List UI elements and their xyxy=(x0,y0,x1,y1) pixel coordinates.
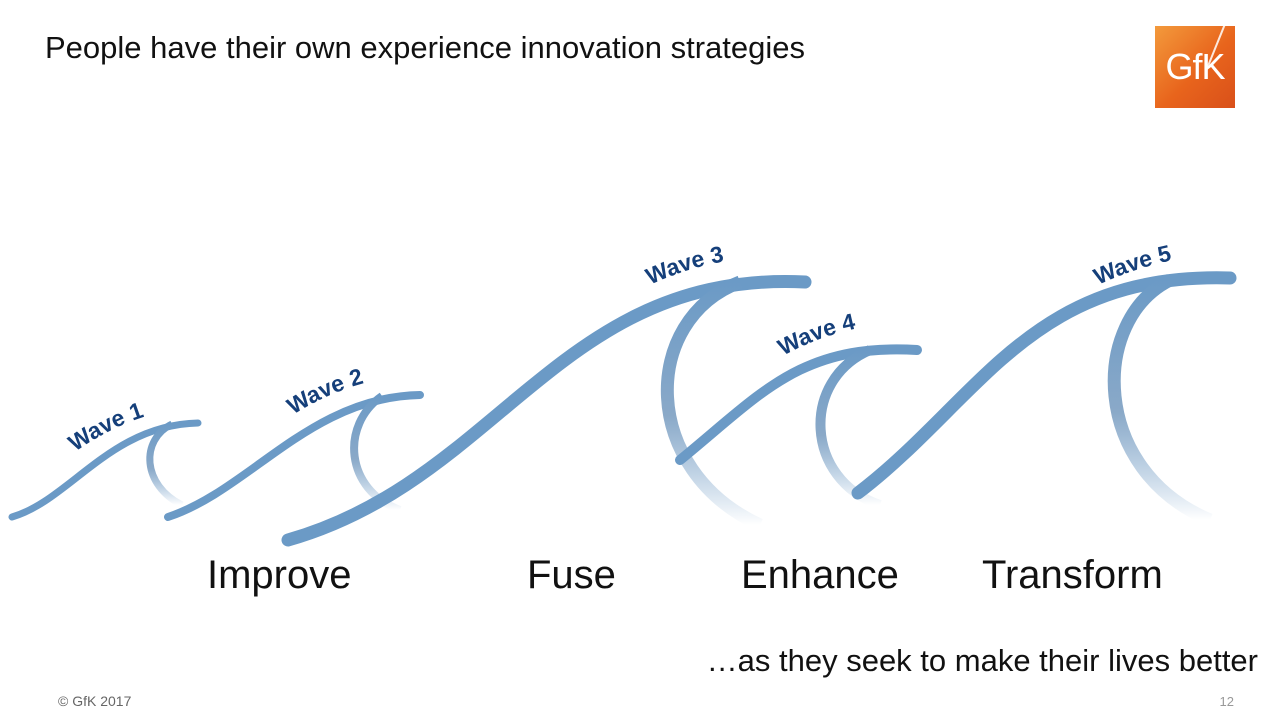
tagline: …as they seek to make their lives better xyxy=(706,643,1258,678)
copyright: © GfK 2017 xyxy=(58,693,132,709)
page-number: 12 xyxy=(1219,694,1234,709)
wave-5-body xyxy=(851,271,1237,500)
wave-1 xyxy=(8,419,202,521)
logo-text: GfK xyxy=(1165,46,1225,87)
stage-label-fuse: Fuse xyxy=(527,553,616,597)
stage-label-improve: Improve xyxy=(207,553,352,597)
wave-3-body xyxy=(281,275,812,547)
wave-1-curl xyxy=(146,420,184,509)
wave-3-curl xyxy=(661,275,763,531)
wave-5-curl xyxy=(1107,274,1213,526)
wave-4-body xyxy=(675,344,922,465)
wave-3-label: Wave 3 xyxy=(642,241,726,290)
stage-label-enhance: Enhance xyxy=(741,553,899,597)
stage-label-transform: Transform xyxy=(982,553,1163,597)
gfk-logo: GfK xyxy=(1155,26,1235,108)
slide-title: People have their own experience innovat… xyxy=(45,30,805,65)
wave-3 xyxy=(281,275,812,547)
wave-5 xyxy=(851,271,1237,526)
wave-1-label: Wave 1 xyxy=(63,397,146,456)
